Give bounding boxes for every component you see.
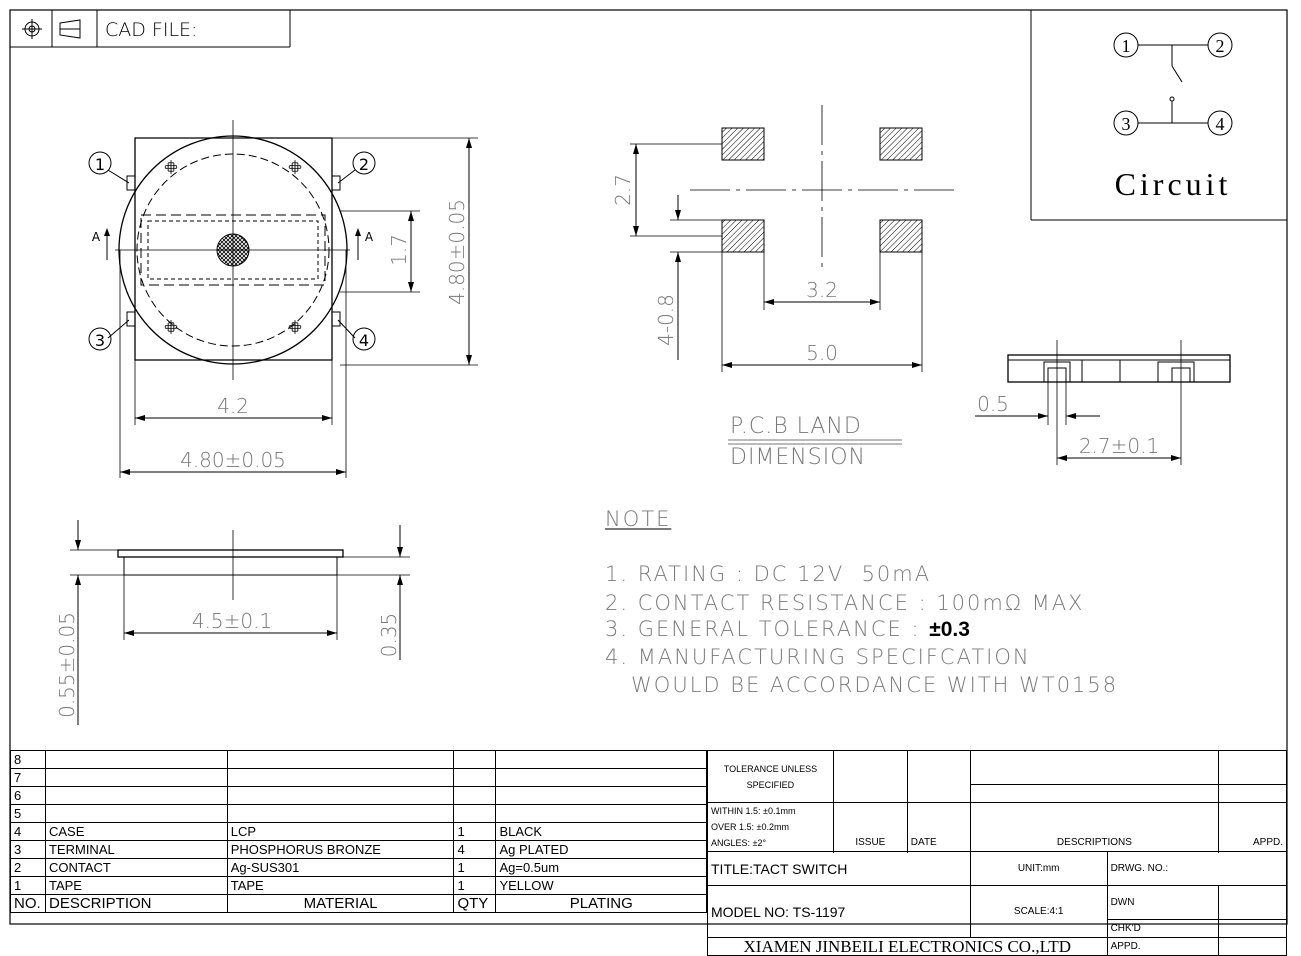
dim-inner-width: 4.2	[217, 394, 249, 418]
dwn-label: DWN	[1106, 885, 1220, 920]
circuit-box: 1 2 3 4 Circuit	[1030, 10, 1287, 221]
dim-height: 4.80±0.05	[445, 199, 469, 305]
side-view: 0.55±0.05 0.35 4.5±0.1	[55, 520, 410, 725]
dim-inner-height: 1.7	[387, 234, 411, 266]
descriptions-label: DESCRIPTIONS	[969, 802, 1220, 852]
model-field: MODEL NO: TS-1197	[707, 885, 971, 938]
appd-label: APPD.	[1218, 802, 1287, 852]
pin-label-2: 2	[359, 155, 369, 174]
circuit-pin-2: 2	[1216, 36, 1225, 56]
dim-side-height: 0.35	[377, 613, 401, 658]
projection-symbol-icon	[22, 19, 81, 39]
issue-label: ISSUE	[832, 802, 908, 852]
section-mark-right: A	[365, 230, 374, 244]
dim-pcb-pitch: 2.7	[611, 174, 635, 206]
pin-label-1: 1	[95, 155, 105, 174]
dim-terminal-pad: 0.5	[977, 392, 1009, 416]
appd2-label: APPD.	[1106, 937, 1220, 956]
note-item: 3. GENERAL TOLERANCE : ±0.3	[605, 617, 970, 641]
pcb-title-line1: P.C.B LAND	[730, 414, 862, 439]
note-heading: NOTE	[605, 507, 672, 531]
circuit-title: Circuit	[1115, 166, 1232, 202]
company-name: XIAMEN JINBEILI ELECTRONICS CO.,LTD	[707, 937, 1108, 956]
terminal-view: 0.5 2.7±0.1	[975, 340, 1231, 465]
dim-pcb-pad: 4-0.8	[654, 294, 678, 346]
date-label: DATE	[906, 802, 971, 852]
table-row: 8	[10, 750, 707, 769]
title-field: TITLE:TACT SWITCH	[707, 851, 971, 886]
drawing-canvas: CAD FILE: 1 2 3 4 Circuit	[9, 9, 1288, 925]
pcb-land: 2.7 4-0.8 3.2 5.0 P.C.B LAND DIMENSION	[611, 105, 955, 470]
pin-label-4: 4	[359, 331, 369, 350]
cad-file-label: CAD FILE:	[105, 19, 197, 41]
note-item: 4. MANUFACTURING SPECIFCATION	[605, 645, 1031, 669]
table-row: 7	[10, 768, 707, 787]
drwg-no-field: DRWG. NO.:	[1106, 851, 1288, 886]
title-block: TOLERANCE UNLESS SPECIFIED WITHIN 1.5: ±…	[707, 750, 1288, 956]
tolerance-label: TOLERANCE UNLESS SPECIFIED	[707, 750, 834, 803]
note-item: 2. CONTACT RESISTANCE : 100mΩ MAX	[605, 591, 1085, 615]
table-row: 6	[10, 786, 707, 805]
table-row: 5	[10, 804, 707, 823]
pin-label-3: 3	[95, 331, 105, 350]
circuit-pin-3: 3	[1122, 114, 1131, 134]
dim-pcb-inner: 3.2	[806, 278, 838, 302]
top-view: 1 2 3 4 A A 4.80±0.05 1.7 4.2 4.80±0.05	[88, 120, 478, 478]
pcb-title-line2: DIMENSION	[730, 445, 866, 470]
drawing-frame	[9, 9, 1288, 925]
circuit-pin-1: 1	[1122, 36, 1131, 56]
dim-side-width: 4.5±0.1	[192, 609, 272, 633]
note-item: 1. RATING : DC 12V 50mA	[605, 562, 932, 586]
note-item: WOULD BE ACCORDANCE WITH WT0158	[605, 673, 1119, 697]
dim-outer-width: 4.80±0.05	[180, 448, 286, 472]
dim-thickness: 0.55±0.05	[55, 612, 79, 718]
scale-field: SCALE:4:1	[969, 885, 1108, 938]
unit-field: UNIT:mm	[969, 851, 1108, 886]
section-mark-left: A	[92, 230, 101, 244]
header-box: CAD FILE:	[10, 10, 291, 48]
circuit-pin-4: 4	[1216, 114, 1225, 134]
dim-terminal-span: 2.7±0.1	[1079, 434, 1159, 458]
dim-pcb-outer: 5.0	[806, 341, 838, 365]
chkd-label: CHK'D	[1106, 919, 1220, 938]
